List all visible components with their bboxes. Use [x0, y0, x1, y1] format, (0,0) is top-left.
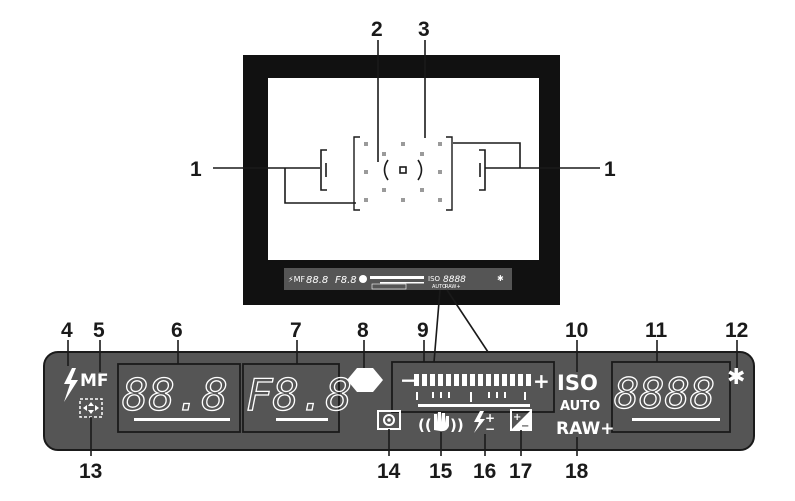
star-icon: ✱ — [727, 365, 745, 390]
spot-metering-frame — [383, 159, 423, 181]
viewfinder: ⚡MF 88.8 F8.8 ISO 8888 ✱ AUTO RAW+ — [243, 55, 560, 305]
exposure-scale: − + — [400, 368, 550, 407]
svg-text:88.8: 88.8 — [306, 275, 328, 286]
svg-text:8888: 8888 — [443, 275, 466, 285]
svg-text:−: − — [521, 421, 529, 432]
shutter-speed-box — [117, 363, 241, 433]
svg-text:((: (( — [418, 416, 432, 434]
exposure-compensation-icon: + − — [510, 409, 532, 432]
callout-8: 8 — [357, 319, 369, 342]
callout-14: 14 — [377, 460, 401, 483]
callout-17: 17 — [509, 460, 532, 483]
svg-text:)): )) — [450, 416, 464, 434]
callout-2: 2 — [371, 18, 383, 41]
af-point-dots — [364, 142, 442, 202]
viewfinder-mini-lcd: ⚡MF 88.8 F8.8 ISO 8888 ✱ AUTO RAW+ — [288, 274, 504, 290]
counter-box — [611, 361, 731, 433]
viewfinder-frame — [243, 55, 560, 305]
exposure-minus: − — [400, 368, 417, 392]
callout-numbers: 1 1 2 3 4 5 6 7 8 9 10 11 12 13 14 15 16… — [61, 18, 748, 483]
counter-underline — [632, 418, 720, 421]
focus-indicator-icon — [347, 368, 383, 392]
svg-text:✱: ✱ — [497, 274, 504, 283]
aperture-display: F8.8 — [246, 370, 352, 421]
callout-4: 4 — [61, 319, 73, 342]
callout-10: 10 — [565, 319, 588, 342]
callout-7: 7 — [290, 319, 302, 342]
exposure-scale-box — [391, 361, 555, 413]
exposure-plus: + — [533, 369, 550, 393]
flash-compensation-icon: + − — [474, 411, 495, 436]
shake-reduction-icon: (( )) — [418, 412, 464, 434]
shutter-underline — [134, 418, 230, 421]
callout-5: 5 — [93, 319, 105, 342]
counter-display: 8888 — [614, 369, 715, 418]
raw-plus-label: RAW+ — [556, 419, 614, 439]
callout-12: 12 — [725, 319, 748, 342]
callout-16: 16 — [473, 460, 496, 483]
callout-6: 6 — [171, 319, 183, 342]
shutter-speed-display: 88.8 — [122, 370, 228, 421]
svg-text:+: + — [513, 412, 521, 423]
svg-text:+: + — [485, 411, 495, 425]
iso-auto-label: AUTO — [560, 399, 600, 414]
aperture-box — [242, 363, 340, 433]
svg-text:ISO: ISO — [428, 275, 441, 283]
manual-focus-indicator: MF — [80, 371, 109, 391]
callout-3: 3 — [418, 18, 430, 41]
callout-1-left: 1 — [190, 158, 202, 181]
callout-13: 13 — [79, 460, 102, 483]
af-area-frame — [353, 136, 453, 211]
callout-11: 11 — [645, 319, 668, 342]
svg-text:F8.8: F8.8 — [335, 275, 357, 286]
svg-text:⚡MF: ⚡MF — [288, 275, 306, 284]
af-point-right — [479, 149, 486, 191]
af-point-left — [320, 149, 327, 191]
lcd-panel: MF 88.8 F8.8 − — [43, 351, 755, 451]
callout-18: 18 — [565, 460, 589, 483]
svg-text:RAW+: RAW+ — [445, 284, 461, 290]
lcd-background — [43, 351, 755, 451]
svg-text:−: − — [485, 422, 495, 436]
flash-icon — [64, 368, 78, 402]
callout-15: 15 — [429, 460, 453, 483]
leader-lines — [67, 40, 738, 456]
aperture-underline — [276, 418, 328, 421]
svg-text:AUTO: AUTO — [432, 284, 446, 290]
iso-label: ISO — [557, 371, 598, 395]
callout-1-right: 1 — [604, 158, 616, 181]
callout-9: 9 — [417, 319, 429, 342]
